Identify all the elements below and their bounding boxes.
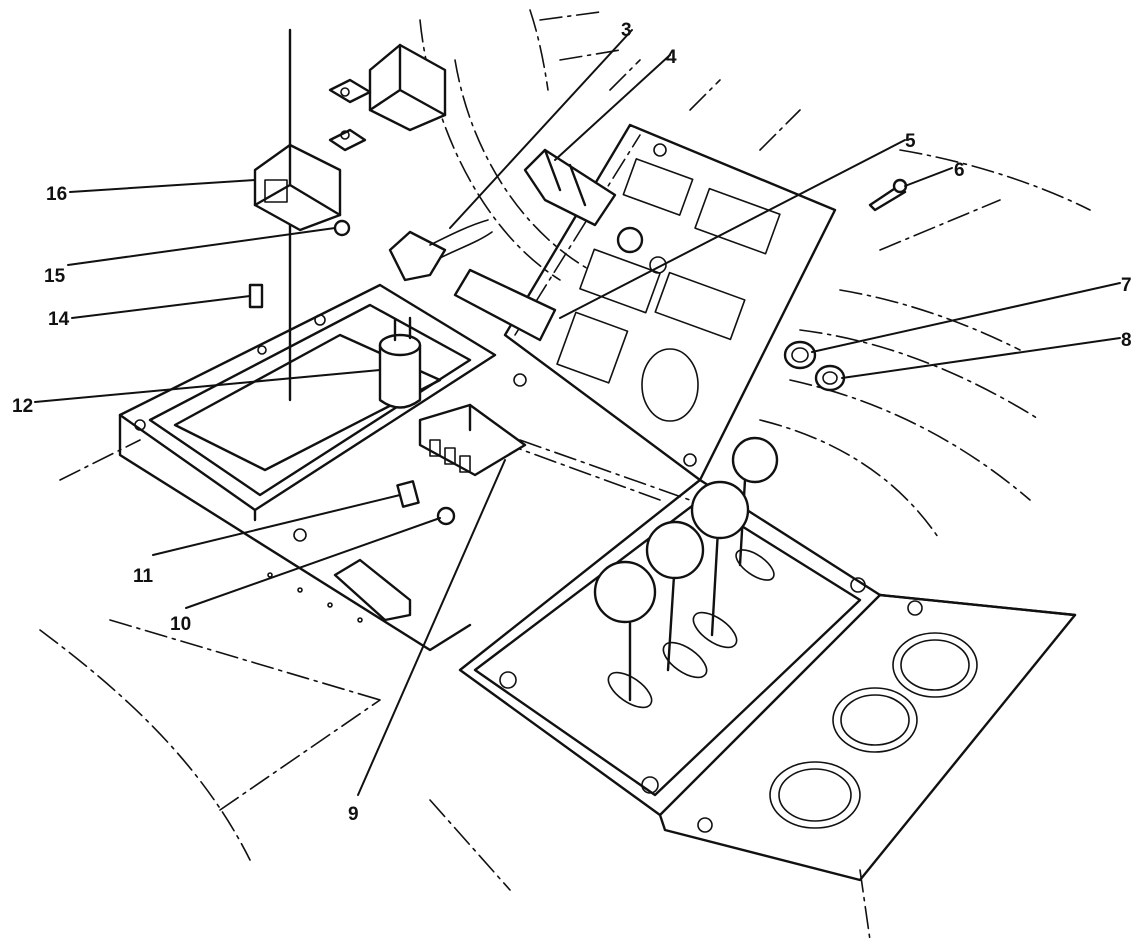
- leader-lines: [34, 29, 1121, 796]
- flasher-12: [378, 316, 422, 409]
- fuse-block-9: [418, 403, 527, 477]
- gauges: [769, 632, 978, 829]
- callout-16: 16: [46, 184, 67, 205]
- callout-8: 8: [1121, 330, 1132, 351]
- connector-strip: [333, 558, 412, 622]
- callouts: 3 4 5 6 7 8 9 10 11 12 14 15 16: [12, 20, 1132, 825]
- callout-10: 10: [170, 614, 191, 635]
- callout-14: 14: [48, 309, 70, 330]
- switch-3: [388, 219, 493, 282]
- screw-6: [868, 178, 908, 212]
- lever-console: [458, 478, 1077, 882]
- callout-12: 12: [12, 396, 33, 417]
- ring-8: [814, 364, 846, 392]
- callout-3: 3: [621, 20, 632, 41]
- control-levers: [593, 436, 779, 702]
- callout-6: 6: [954, 160, 965, 181]
- nut-10: [436, 506, 456, 526]
- callout-11: 11: [133, 566, 154, 587]
- callout-7: 7: [1121, 275, 1132, 296]
- callout-9: 9: [348, 804, 359, 825]
- console-box: [118, 283, 497, 652]
- ring-7: [783, 340, 817, 370]
- callout-15: 15: [44, 266, 66, 287]
- callout-5: 5: [905, 131, 916, 152]
- label-plate-5: [453, 268, 557, 342]
- callout-4: 4: [666, 47, 677, 68]
- fuse-11: [396, 480, 420, 508]
- toggle-switch-4: [523, 148, 667, 274]
- cab-phantom-outline: [39, 9, 1091, 941]
- relay-16: [253, 28, 447, 402]
- nut-15: [333, 219, 351, 237]
